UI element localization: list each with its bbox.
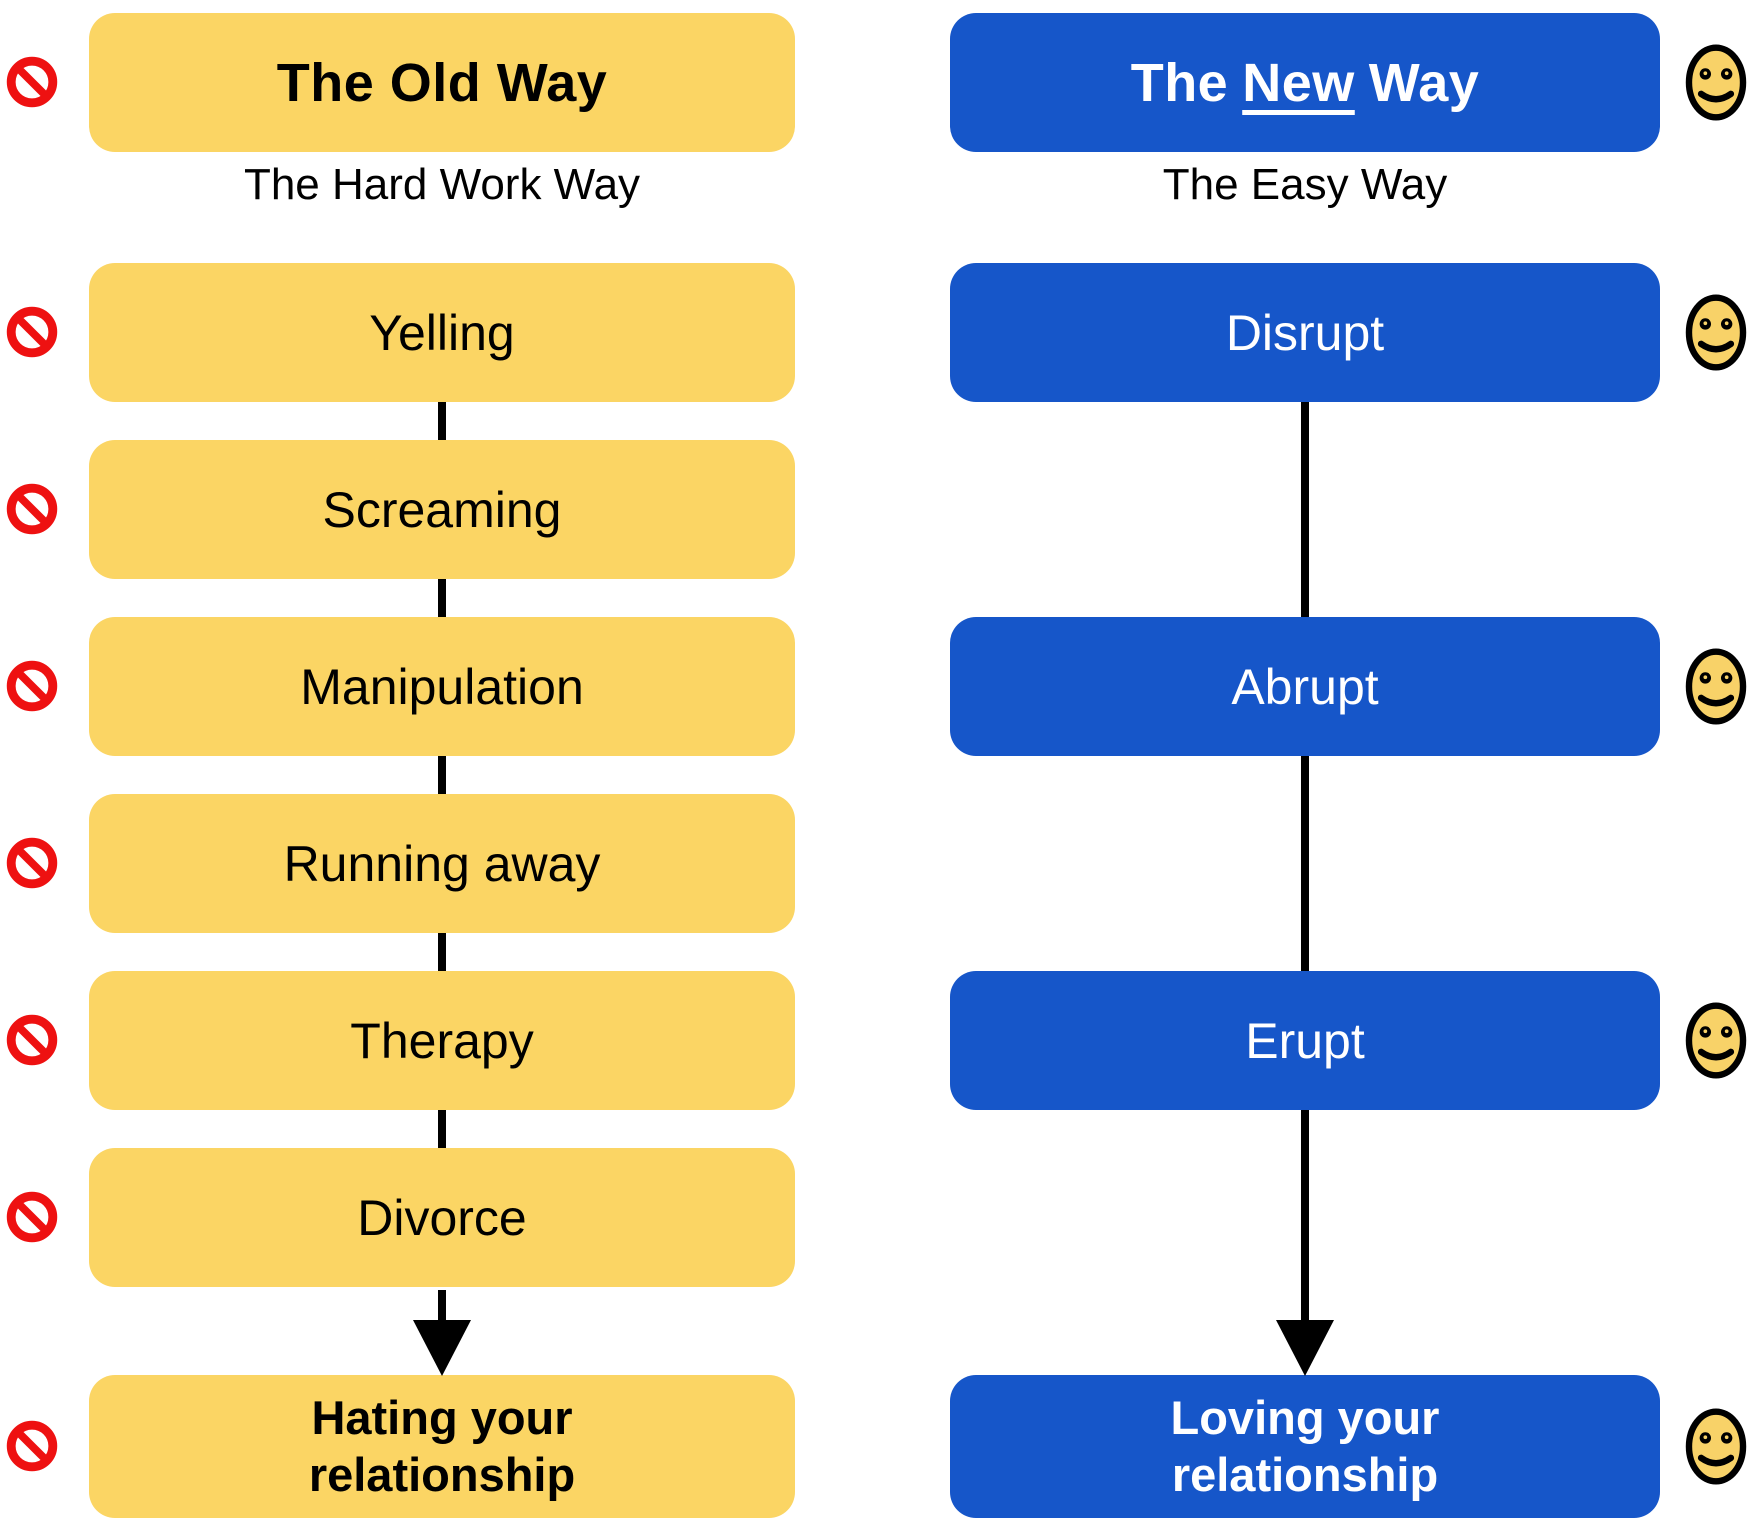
old-way-step-box: Divorce — [89, 1148, 795, 1287]
old-way-step-label: Manipulation — [300, 658, 584, 715]
new-way-step-box: Erupt — [950, 971, 1660, 1110]
old-way-step-label: Running away — [283, 835, 601, 892]
no-entry-icon — [6, 306, 58, 358]
new-way-step-box: Abrupt — [950, 617, 1660, 756]
no-entry-icon — [6, 56, 58, 108]
new-way-step-box: Disrupt — [950, 263, 1660, 402]
connector-line — [1301, 402, 1309, 617]
connector-line — [438, 579, 446, 617]
old-way-title: The Old Way — [276, 52, 608, 113]
new-way-step-label: Abrupt — [1231, 658, 1379, 715]
old-way-step-box: Therapy — [89, 971, 795, 1110]
old-way-step-box: Screaming — [89, 440, 795, 579]
connector-line — [1301, 756, 1309, 971]
old-way-outcome-label: Hating your relationship — [308, 1391, 576, 1501]
new-way-step-label: Erupt — [1245, 1012, 1365, 1069]
no-entry-icon — [6, 483, 58, 535]
connector-line — [438, 1290, 446, 1324]
new-way-outcome-label: Loving your relationship — [1170, 1391, 1440, 1501]
old-way-title-box: The Old Way — [89, 13, 795, 152]
arrow-down-icon — [413, 1320, 471, 1376]
new-way-title-box: The New Way — [950, 13, 1660, 152]
connector-line — [1301, 1110, 1309, 1324]
old-way-subtitle: The Hard Work Way — [243, 160, 641, 209]
old-way-step-box: Yelling — [89, 263, 795, 402]
connector-line — [438, 933, 446, 971]
arrow-down-icon — [1276, 1320, 1334, 1376]
connector-line — [438, 756, 446, 794]
smiley-icon — [1685, 294, 1747, 371]
old-way-step-label: Yelling — [369, 304, 515, 361]
old-way-step-box: Manipulation — [89, 617, 795, 756]
new-way-title-emphasis: New — [1242, 52, 1355, 113]
new-way-title-post: Way — [1368, 52, 1480, 113]
no-entry-icon — [6, 837, 58, 889]
old-way-step-label: Therapy — [350, 1012, 534, 1069]
new-way-title-pre: The — [1130, 52, 1229, 113]
smiley-icon — [1685, 44, 1747, 121]
new-way-title: The New Way — [1131, 52, 1480, 114]
old-way-step-label: Screaming — [322, 481, 562, 538]
new-way-outcome-box: Loving your relationship — [950, 1375, 1660, 1518]
old-way-outcome-box: Hating your relationship — [89, 1375, 795, 1518]
new-way-step-label: Disrupt — [1225, 304, 1385, 361]
no-entry-icon — [6, 1014, 58, 1066]
no-entry-icon — [6, 660, 58, 712]
old-way-step-box: Running away — [89, 794, 795, 933]
no-entry-icon — [6, 1191, 58, 1243]
connector-line — [438, 402, 446, 440]
smiley-icon — [1685, 1002, 1747, 1079]
smiley-icon — [1685, 648, 1747, 725]
new-way-subtitle: The Easy Way — [1162, 160, 1448, 209]
connector-line — [438, 1110, 446, 1148]
old-way-step-label: Divorce — [357, 1189, 527, 1246]
no-entry-icon — [6, 1420, 58, 1472]
smiley-icon — [1685, 1408, 1747, 1485]
